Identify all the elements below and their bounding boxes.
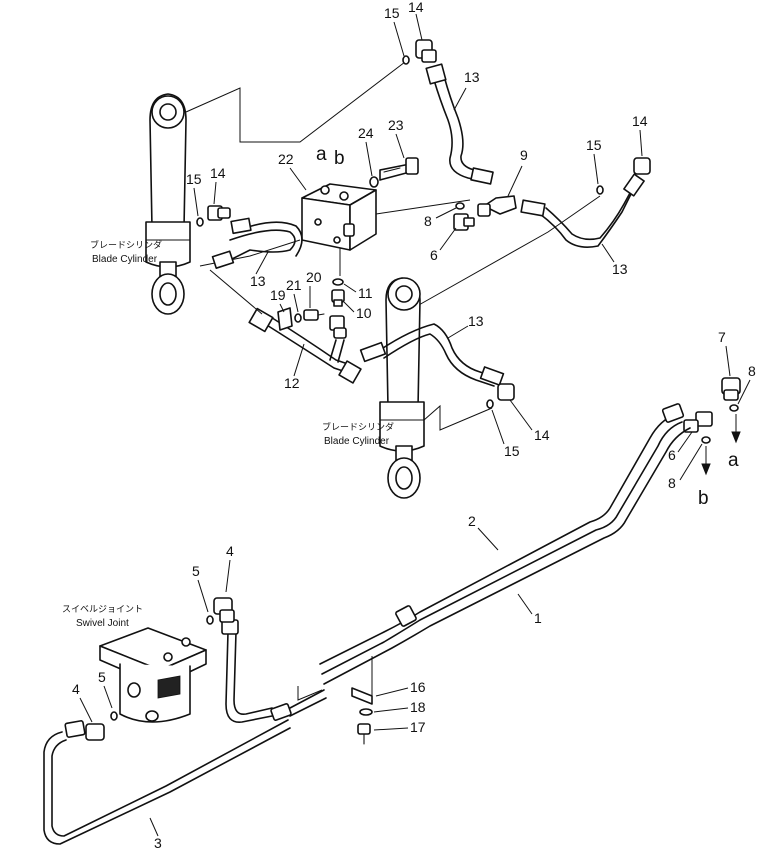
oring-5-top: [206, 615, 214, 625]
callout-14-right: 14: [632, 113, 648, 129]
callout-8-c: 8: [424, 213, 432, 229]
oring-8-b: [701, 436, 711, 444]
tube-3: [43, 619, 327, 845]
leader-lower-cyl-top: [409, 195, 601, 311]
callout-14-lower: 14: [534, 427, 550, 443]
swivel-joint: [99, 627, 207, 723]
bolt-23: [379, 157, 419, 181]
elbow-6-right: [683, 411, 713, 433]
valve-port-b-label: b: [334, 148, 345, 169]
blade-cylinder-upper: [145, 93, 191, 315]
valve-block-22: [301, 183, 377, 251]
leader-clamp: [297, 686, 323, 701]
callout-8-a: 8: [748, 363, 756, 379]
callout-13-left: 13: [250, 273, 266, 289]
callout-4-top: 4: [226, 543, 234, 559]
elbow-6-mid: [453, 213, 475, 231]
elbow-14-top: [415, 39, 437, 63]
adapter-10: [331, 289, 345, 307]
oring-15-right: [596, 185, 604, 195]
washer-21: [294, 313, 302, 323]
elbow-7: [721, 377, 741, 401]
oring-5-bottom: [110, 711, 118, 721]
clamp-16: [351, 656, 373, 705]
leader-lower-cyl: [423, 404, 493, 431]
elbow-14-left: [207, 205, 231, 221]
callout-13-lower: 13: [468, 313, 484, 329]
caption-blade-cylinder-lower-jp: ブレードシリンダ: [322, 421, 394, 433]
fitting-9: [477, 195, 517, 217]
washer-24: [369, 176, 379, 188]
callout-13-right: 13: [612, 261, 628, 277]
callout-21: 21: [286, 277, 302, 293]
callout-5-bottom: 5: [98, 669, 106, 685]
bolt-17: [357, 723, 371, 745]
leader-line-upper-cyl: [185, 61, 406, 143]
caption-blade-cylinder-upper-en: Blade Cylinder: [92, 254, 158, 265]
caption-blade-cylinder-lower-en: Blade Cylinder: [324, 436, 390, 447]
hose-13-top: [425, 63, 494, 185]
callout-20: 20: [306, 269, 322, 285]
tubes-1-2: [319, 403, 691, 685]
caption-swivel-joint-en: Swivel Joint: [76, 618, 129, 629]
port-b-label: b: [698, 488, 709, 509]
callout-10: 10: [356, 305, 372, 321]
oring-15-left: [196, 217, 204, 227]
callout-18: 18: [410, 699, 426, 715]
oring-8-a: [729, 404, 739, 412]
arrow-b: [701, 446, 711, 476]
callout-5-top: 5: [192, 563, 200, 579]
elbow-14-lower: [497, 383, 515, 401]
port-a-label: a: [728, 450, 739, 471]
callout-11: 11: [358, 285, 373, 301]
bolt-20: [303, 309, 325, 321]
oring-11: [332, 278, 344, 286]
callout-4-bottom: 4: [72, 681, 80, 697]
callout-8-b: 8: [668, 475, 676, 491]
callout-12: 12: [284, 375, 300, 391]
arrow-a: [731, 414, 741, 444]
callout-1: 1: [534, 610, 542, 626]
elbow-4-top: [213, 597, 235, 623]
callout-23: 23: [388, 117, 404, 133]
callout-17: 17: [410, 719, 426, 735]
valve-port-a-label: a: [316, 144, 327, 165]
callout-6-mid: 6: [430, 247, 438, 263]
callout-14-left: 14: [210, 165, 226, 181]
callout-24: 24: [358, 125, 374, 141]
callout-15-lower: 15: [504, 443, 520, 459]
callout-13-top: 13: [464, 69, 480, 85]
callout-9: 9: [520, 147, 528, 163]
callout-16: 16: [410, 679, 426, 695]
callout-19: 19: [270, 287, 286, 303]
oring-8-mid: [455, 202, 465, 210]
callout-15-top: 15: [384, 5, 400, 21]
callout-2: 2: [468, 513, 476, 529]
oring-15-top: [402, 55, 410, 65]
leader-valve-right: [375, 199, 471, 215]
hose-13-lower: [359, 323, 505, 387]
callout-14-top: 14: [408, 0, 424, 15]
hose-13-left: [211, 217, 303, 269]
leader-tube12: [209, 269, 263, 315]
caption-blade-cylinder-upper-jp: ブレードシリンダ: [90, 239, 162, 251]
callout-3: 3: [154, 835, 162, 851]
elbow-4-bottom: [85, 723, 105, 741]
caption-swivel-joint-jp: スイベルジョイント: [62, 605, 143, 615]
tube-12: [248, 307, 362, 384]
callout-15-right: 15: [586, 137, 602, 153]
callout-6-right: 6: [668, 447, 676, 463]
elbow-14-right: [633, 157, 651, 175]
bracket-19: [277, 307, 293, 331]
callout-7: 7: [718, 329, 726, 345]
callout-15-left: 15: [186, 171, 202, 187]
washer-18: [359, 708, 373, 716]
blade-cylinder-lower: [379, 277, 425, 499]
callout-22: 22: [278, 151, 294, 167]
oring-15-lower: [486, 399, 494, 409]
